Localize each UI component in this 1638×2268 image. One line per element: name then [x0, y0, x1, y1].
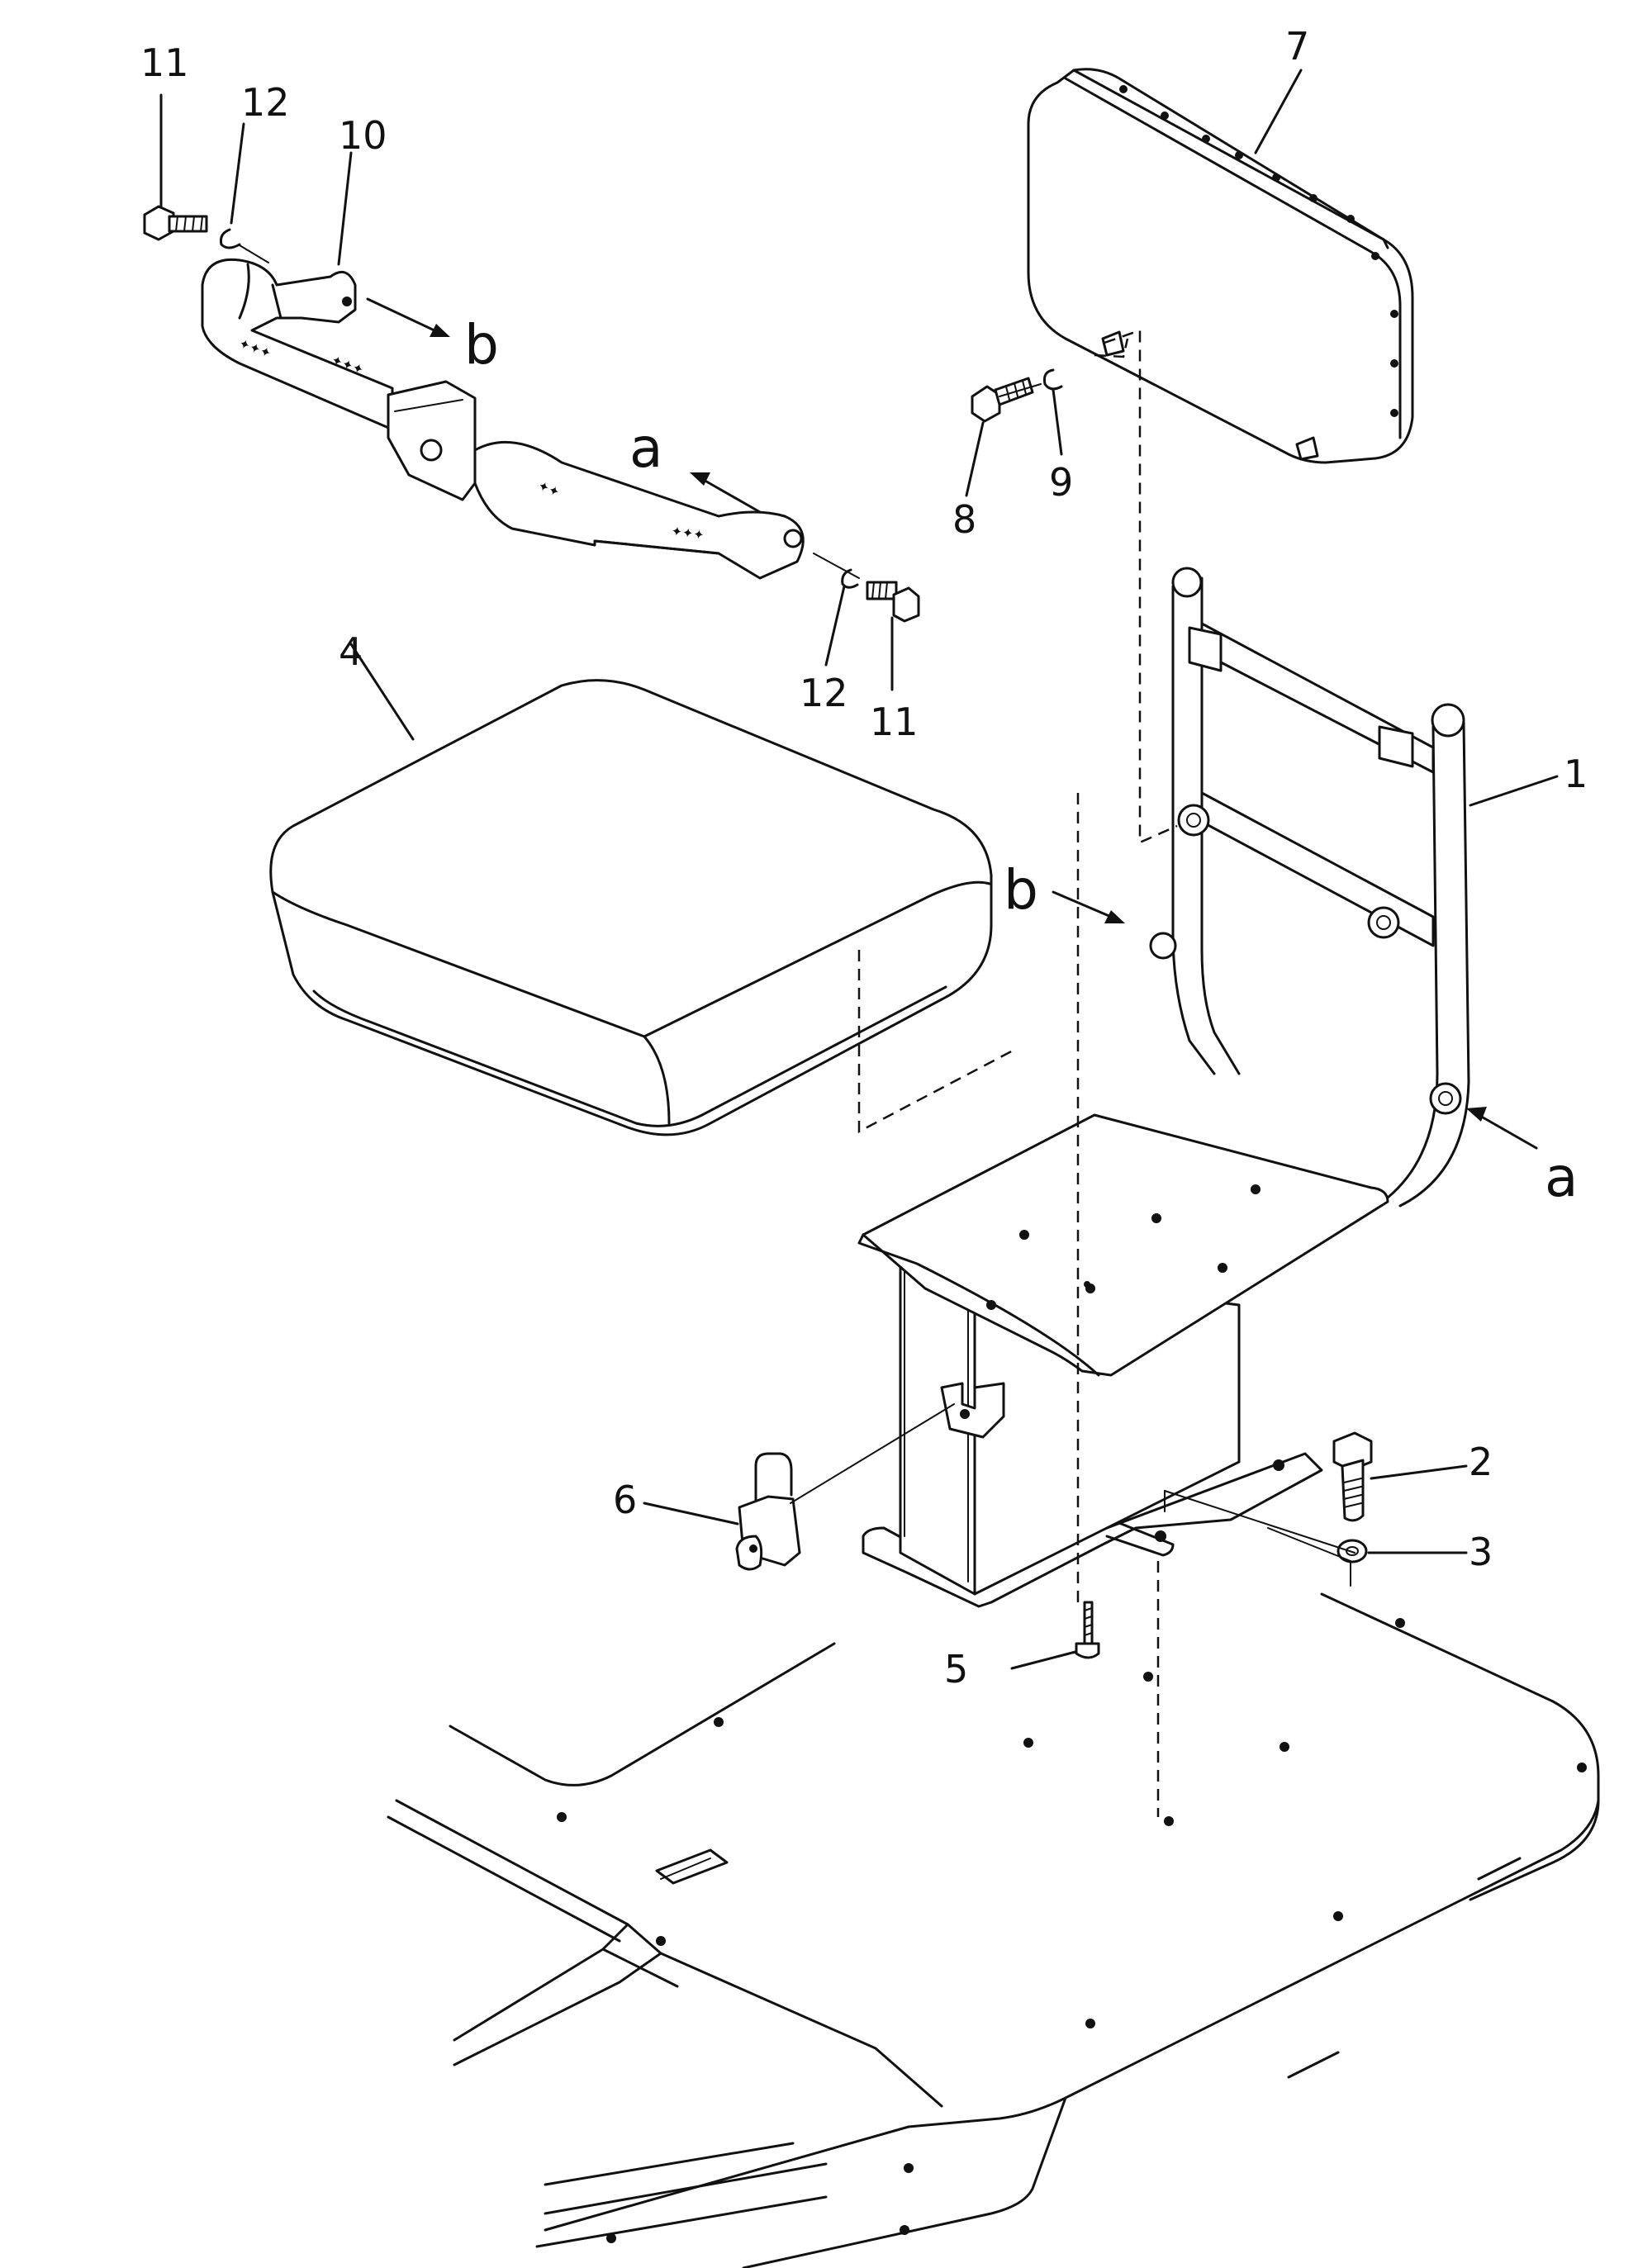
callout-9: 9	[1049, 460, 1073, 505]
seat-back-frame	[1149, 567, 1470, 1208]
ref-b-frame: b	[1004, 858, 1038, 922]
washer-part-9	[1043, 368, 1063, 391]
armrest-belt: ✦✦✦ ✦✦✦ ✦✦ ✦✦✦	[201, 258, 805, 580]
screw-part-5	[1075, 1601, 1100, 1659]
callout-12-bottom: 12	[800, 671, 848, 715]
callout-11-top: 11	[140, 40, 189, 85]
floor-plate	[387, 1592, 1600, 2268]
ref-b-arm: b	[464, 313, 499, 377]
bolt-part-11-top	[143, 205, 208, 241]
callout-12-top: 12	[241, 80, 290, 125]
callout-leaders	[159, 69, 1559, 1670]
assembly-lines	[239, 244, 1356, 1817]
callout-2: 2	[1469, 1440, 1493, 1484]
callout-6: 6	[613, 1478, 637, 1522]
callout-3: 3	[1469, 1530, 1493, 1574]
seat-stand	[857, 1113, 1389, 1608]
callout-5: 5	[944, 1647, 968, 1692]
seat-lock	[735, 1452, 801, 1571]
callout-10: 10	[339, 113, 387, 158]
callout-4: 4	[339, 629, 363, 674]
washer-part-12-top	[220, 228, 241, 249]
bolt-part-2	[1332, 1431, 1373, 1522]
ref-a-frame: a	[1545, 1146, 1578, 1209]
back-cushion	[1027, 68, 1414, 464]
washer-part-12-bottom	[841, 568, 859, 589]
reference-arrows	[366, 297, 1538, 1150]
callout-8: 8	[952, 497, 976, 542]
callout-11-bottom: 11	[870, 700, 919, 744]
callout-7: 7	[1285, 24, 1309, 69]
seat-cushion	[269, 679, 993, 1136]
callout-1: 1	[1564, 752, 1588, 796]
bolt-part-11-bottom	[866, 581, 920, 623]
bolt-part-8	[971, 377, 1034, 423]
ref-a-arm: a	[629, 416, 662, 480]
